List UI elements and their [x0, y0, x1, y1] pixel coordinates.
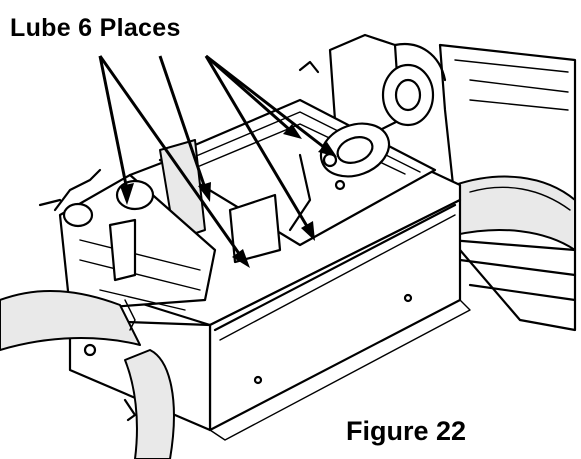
- figure-caption: Figure 22: [344, 416, 469, 446]
- callout-arrows: [98, 54, 337, 268]
- lube-callout-label: Lube 6 Places: [8, 14, 183, 42]
- top-pivot: [298, 33, 447, 137]
- right-hose: [454, 175, 576, 251]
- left-assembly: [0, 168, 217, 459]
